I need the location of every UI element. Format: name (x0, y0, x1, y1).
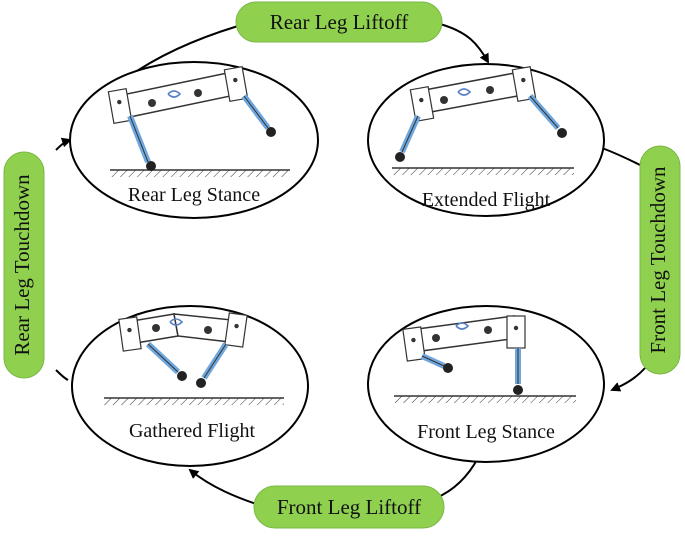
state-label: Extended Flight (422, 189, 551, 211)
spine-spring-icon (455, 322, 470, 330)
robot-illustration (392, 66, 574, 175)
arrow-front-stance-to-front-liftoff (435, 457, 479, 499)
robot-illustration (394, 315, 576, 403)
robot-illustration (104, 312, 284, 405)
spine-spring-icon (457, 88, 472, 96)
body-joint (440, 96, 448, 104)
arrow-rear-liftoff-to-extended (439, 23, 489, 64)
arrow-front-touchdown-to-front-stance (610, 367, 646, 392)
front-foot (196, 378, 206, 388)
transition-pill (3, 151, 45, 379)
state-label: Rear Leg Stance (128, 184, 260, 206)
state-front-leg-stance: Front Leg Stance (367, 305, 605, 463)
rear-foot (443, 363, 453, 373)
state-gathered-flight: Gathered Flight (71, 305, 309, 467)
arrow-front-liftoff-to-gathered (188, 468, 263, 507)
arrow-extended-to-front-touchdown (601, 147, 641, 166)
transition-pill (253, 485, 445, 529)
front-hip-joint (224, 312, 248, 348)
transition-rear-leg-touchdown: Rear Leg Touchdown (3, 151, 45, 379)
ground-hatching (110, 170, 290, 177)
spine-spring-icon (169, 318, 184, 326)
body-joint (194, 89, 202, 97)
body-joint (432, 334, 440, 342)
front-hip-joint (506, 315, 526, 349)
ground-hatching (104, 398, 284, 405)
arrow-gathered-to-rear-touchdown (55, 369, 69, 381)
front-foot (557, 128, 567, 138)
transition-front-leg-liftoff: Front Leg Liftoff (253, 485, 445, 529)
ground-hatching (394, 396, 576, 403)
rear-foot (146, 161, 156, 171)
state-rear-leg-stance: Rear Leg Stance (69, 61, 319, 219)
state-label: Front Leg Stance (417, 421, 555, 443)
body-joint (152, 324, 160, 332)
state-extended-flight: Extended Flight (367, 63, 605, 217)
front-foot (513, 385, 523, 395)
rear-hip-joint (402, 326, 426, 362)
body-joint (204, 326, 212, 334)
ground-hatching (392, 168, 574, 175)
transition-rear-leg-liftoff: Rear Leg Liftoff (235, 1, 443, 43)
transition-pill (235, 1, 443, 43)
rear-hip-joint (118, 316, 142, 352)
transition-label: Front Leg Liftoff (277, 495, 421, 519)
front-foot (266, 127, 276, 137)
robot-illustration (107, 66, 290, 177)
rear-foot (395, 152, 405, 162)
body-joint (484, 326, 492, 334)
transition-label: Rear Leg Liftoff (270, 10, 408, 34)
spine-spring-icon (167, 90, 182, 98)
transition-label: Rear Leg Touchdown (10, 174, 34, 356)
arrow-rear-touchdown-to-rear-stance-head (55, 137, 72, 151)
transition-front-leg-touchdown: Front Leg Touchdown (639, 145, 681, 375)
body-joint (486, 86, 494, 94)
body-joint (148, 99, 156, 107)
rear-foot (177, 371, 187, 381)
transition-pill (639, 145, 681, 375)
state-label: Gathered Flight (129, 420, 256, 442)
transition-label: Front Leg Touchdown (646, 166, 670, 354)
